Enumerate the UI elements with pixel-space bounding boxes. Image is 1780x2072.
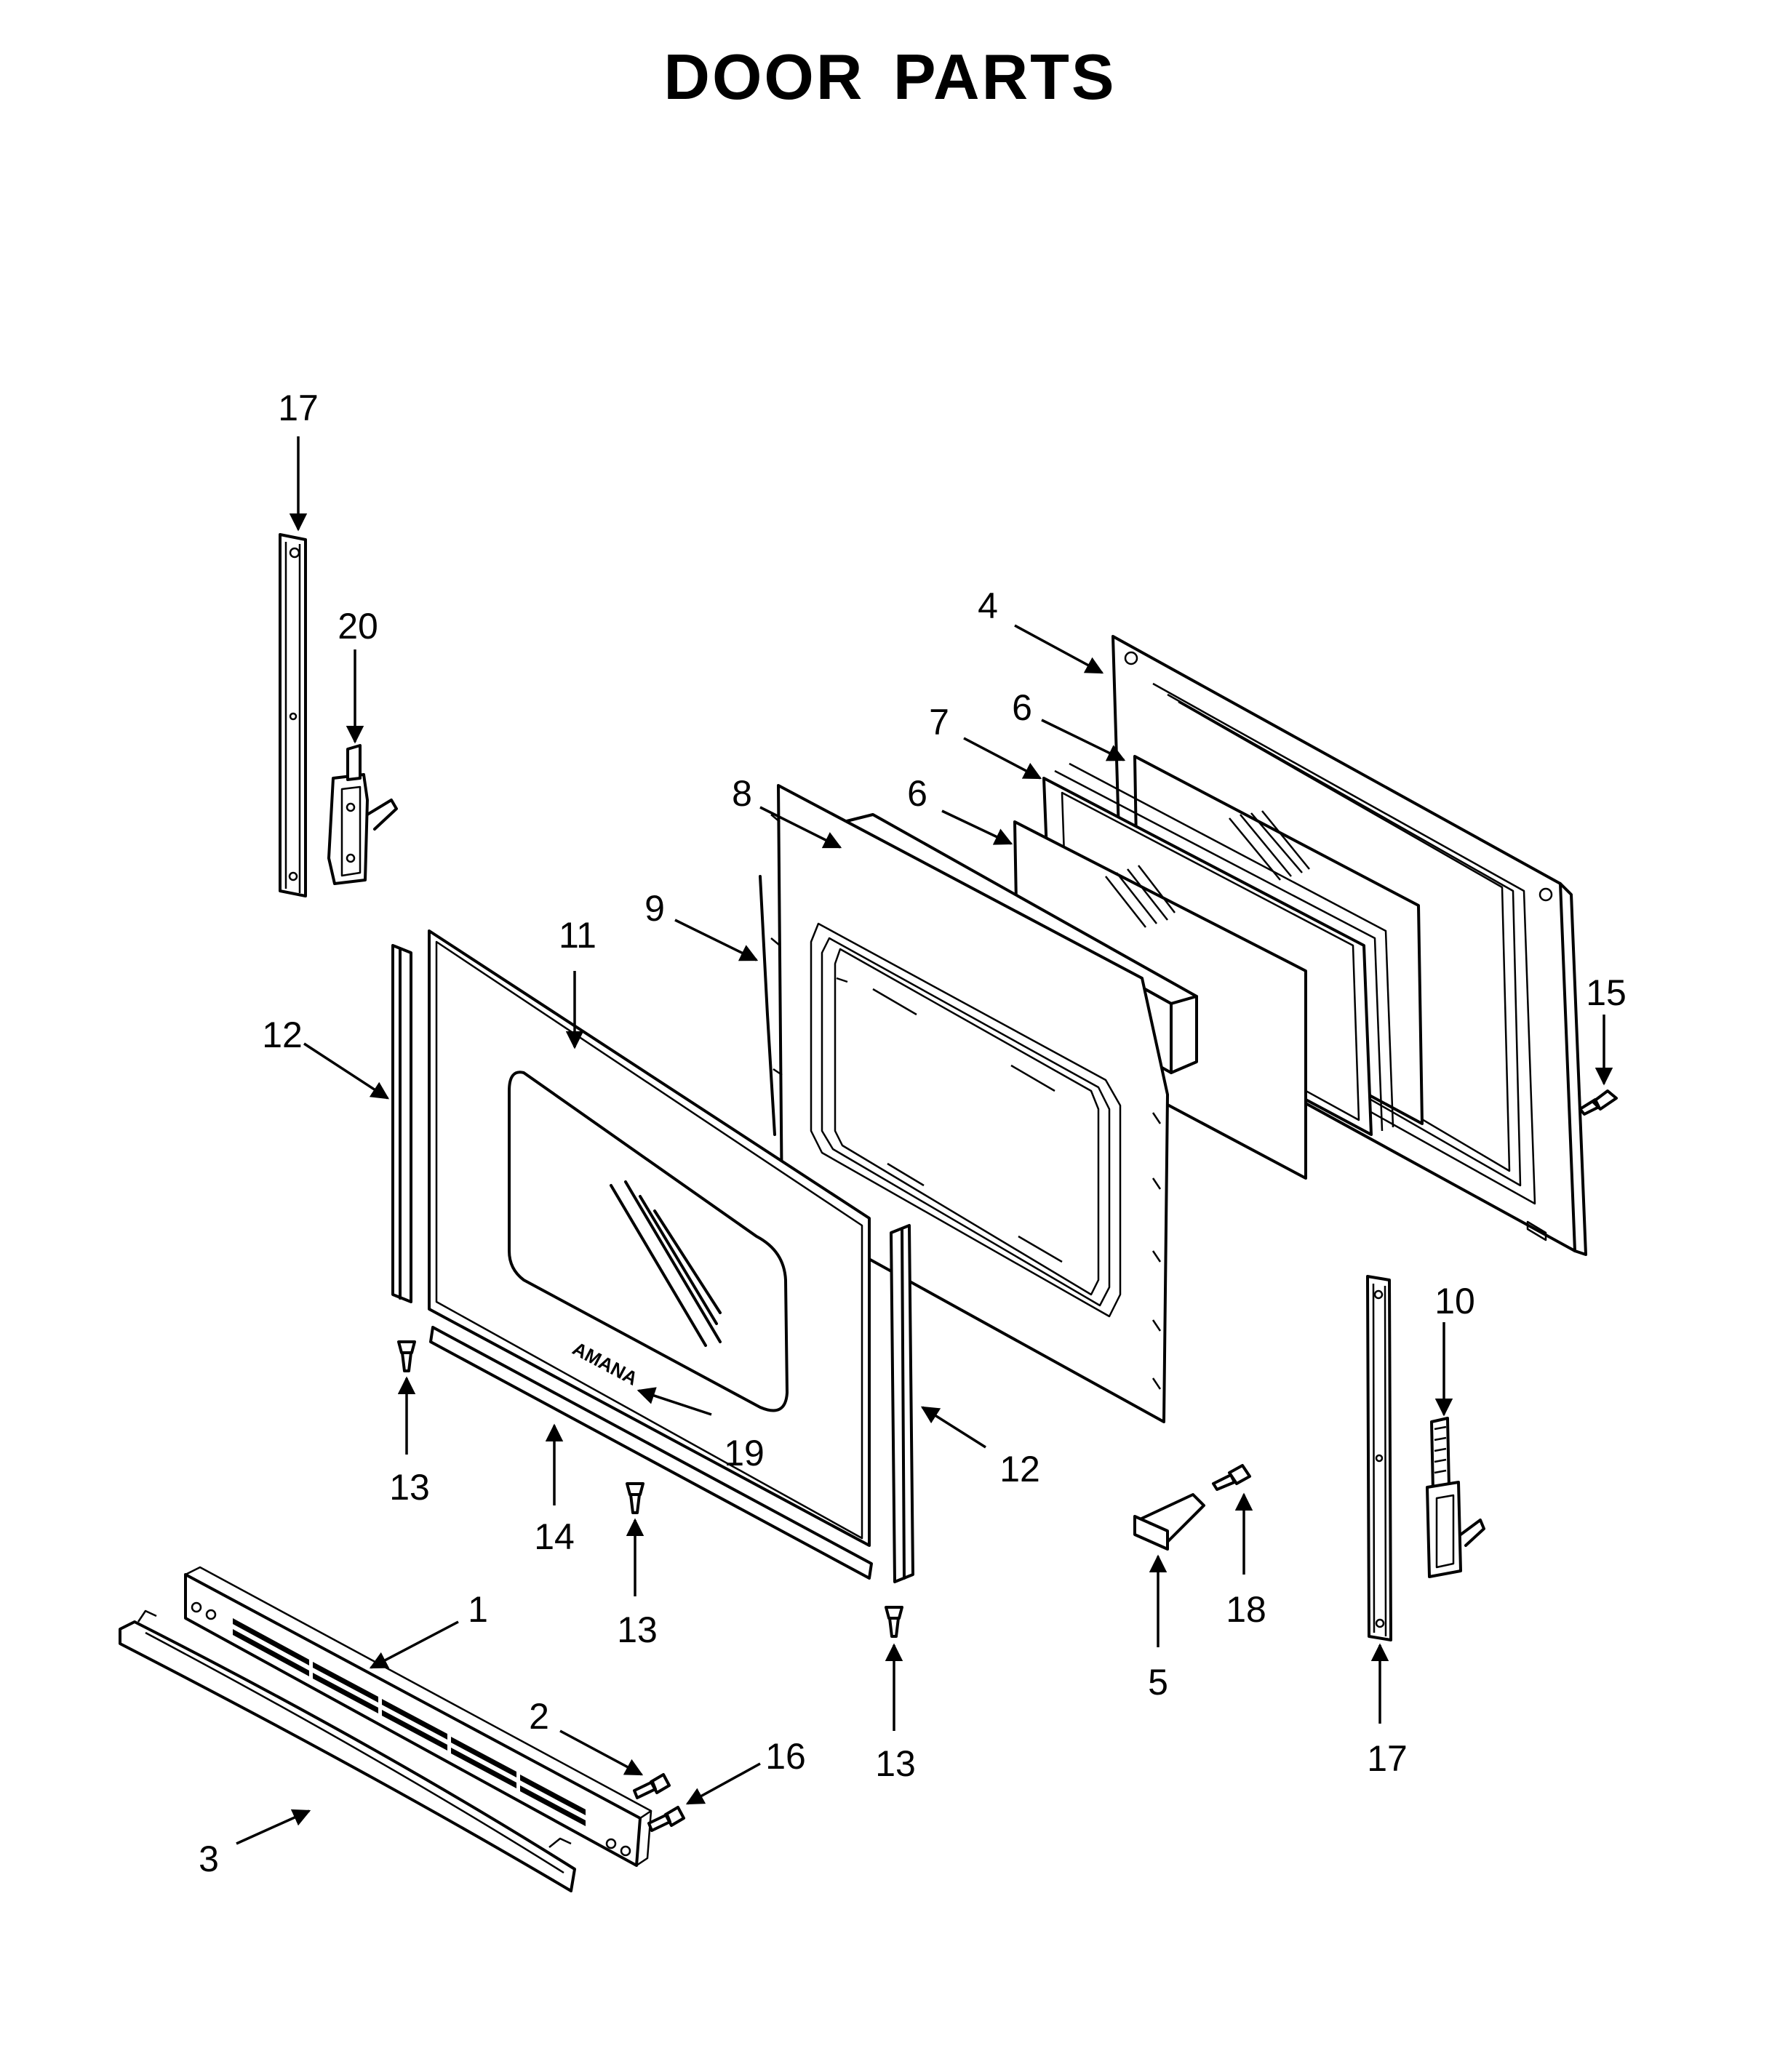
outer-door-panel: AMANA — [428, 929, 871, 1547]
callout-17-right: 17 — [1367, 1738, 1408, 1779]
vent-panel — [184, 1566, 652, 1867]
hinge-receptacle-right — [1366, 1275, 1392, 1641]
callout-4: 4 — [978, 585, 998, 626]
door-bracket — [1133, 1493, 1205, 1551]
side-trim-right — [890, 1224, 914, 1583]
callout-16: 16 — [765, 1736, 806, 1777]
screw-18 — [1212, 1464, 1251, 1491]
door-handle — [119, 1609, 576, 1892]
callout-13-right: 13 — [875, 1743, 916, 1784]
screw-16 — [647, 1806, 685, 1832]
callout-labels: 17 20 4 7 6 8 6 9 11 12 15 10 19 12 13 1… — [199, 388, 1627, 1879]
screw-2 — [633, 1773, 671, 1799]
callout-3: 3 — [199, 1839, 219, 1879]
callout-13-left: 13 — [389, 1467, 430, 1508]
callout-8: 8 — [732, 773, 752, 814]
hinge-left — [327, 744, 398, 885]
screw-13-c — [885, 1606, 903, 1638]
callout-6-lower: 6 — [907, 773, 927, 814]
callout-17-left: 17 — [278, 388, 319, 428]
side-trim-left — [391, 944, 412, 1303]
callout-19: 19 — [724, 1433, 765, 1473]
leader-lines — [236, 436, 1613, 1845]
hinge-right — [1426, 1417, 1485, 1578]
screw-13-b — [626, 1482, 644, 1514]
callout-15: 15 — [1586, 972, 1627, 1013]
callout-14: 14 — [534, 1516, 575, 1557]
screw-13-a — [397, 1340, 416, 1372]
callout-6-upper: 6 — [1012, 687, 1032, 728]
callout-18: 18 — [1226, 1589, 1266, 1630]
vent-slots — [233, 1618, 586, 1826]
callout-1: 1 — [468, 1589, 488, 1630]
callout-7: 7 — [929, 702, 949, 743]
callout-20: 20 — [338, 606, 378, 647]
callout-11: 11 — [559, 915, 596, 956]
callout-12-left: 12 — [262, 1015, 303, 1055]
callout-12-right: 12 — [999, 1449, 1040, 1489]
callout-5: 5 — [1148, 1662, 1168, 1703]
callout-13-middle: 13 — [617, 1609, 658, 1650]
callout-2: 2 — [529, 1696, 549, 1737]
callout-10: 10 — [1434, 1281, 1475, 1321]
callout-9: 9 — [644, 888, 665, 929]
door-liner — [759, 784, 1169, 1423]
screw-15 — [1579, 1089, 1618, 1116]
hinge-receptacle-left — [279, 533, 307, 897]
page-title: DOOR PARTS — [663, 41, 1117, 113]
bottom-trim — [429, 1326, 873, 1580]
